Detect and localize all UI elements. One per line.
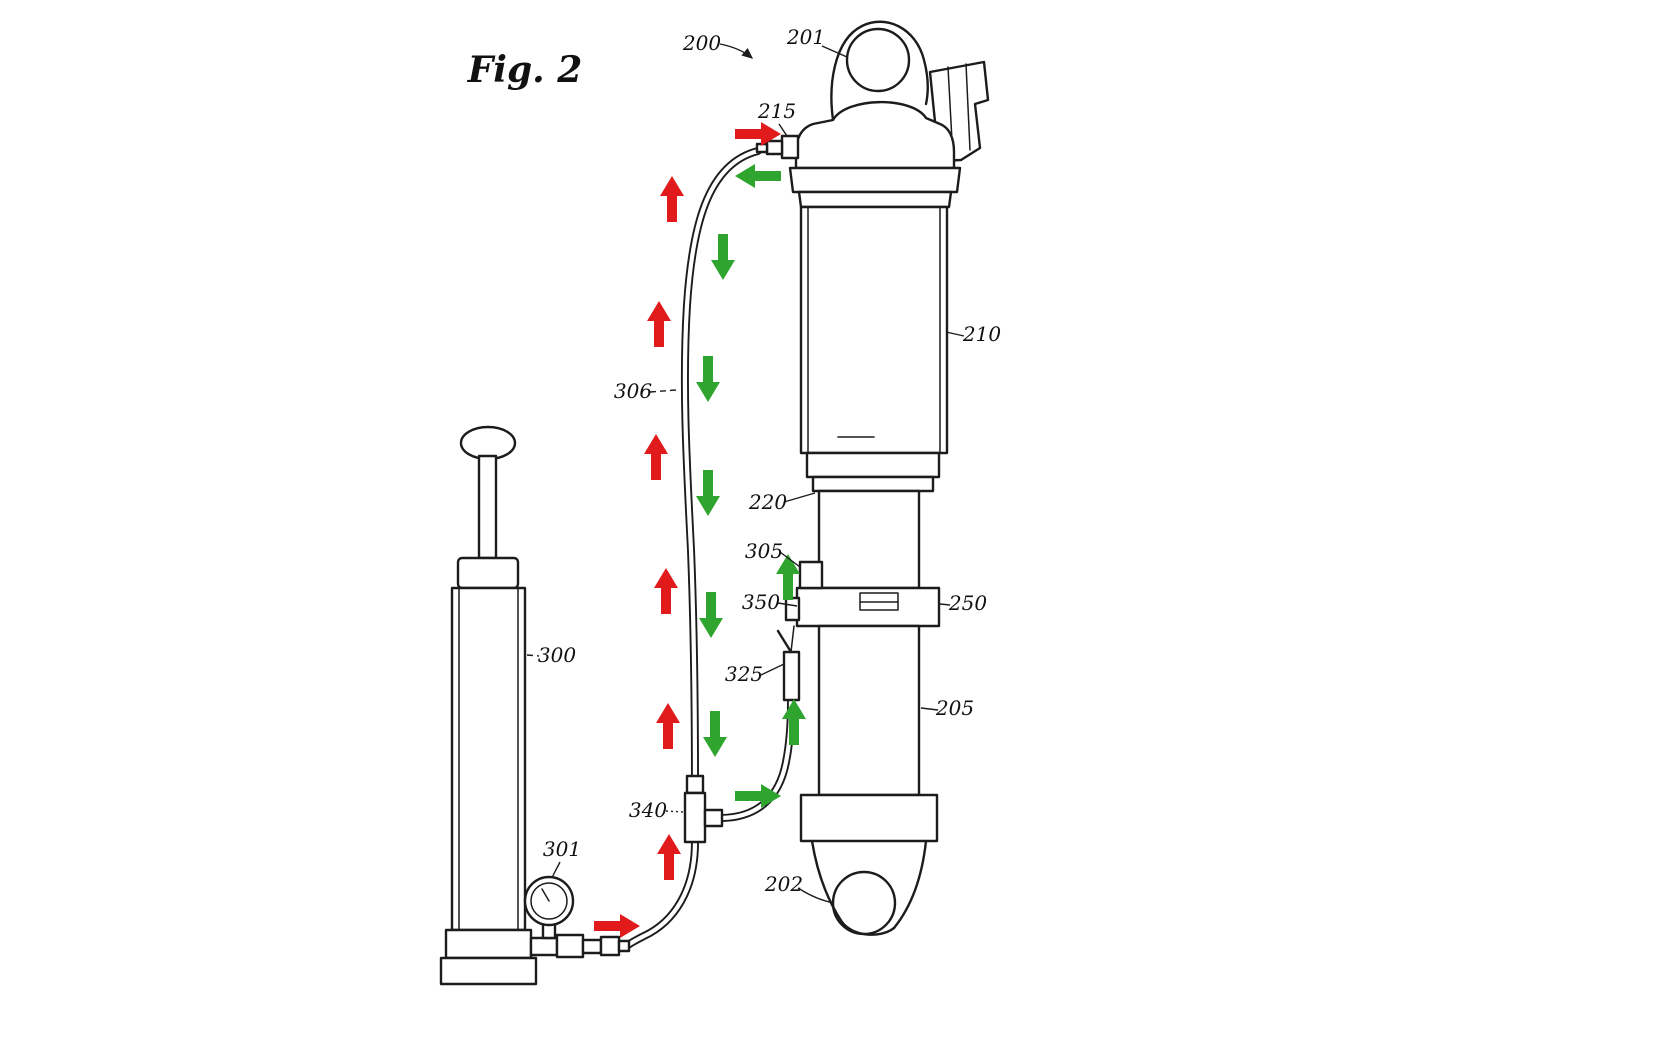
pump-handle xyxy=(456,425,520,590)
red-arrow-up-5 xyxy=(647,301,671,347)
red-arrow-up-6 xyxy=(660,176,684,222)
leader-306 xyxy=(649,389,677,393)
lower-tube-205 xyxy=(799,624,939,843)
leader-350 xyxy=(777,602,798,607)
red-arrow-up-4 xyxy=(644,434,668,480)
red-arrow-up-1 xyxy=(657,834,681,880)
green-arrow-down-2 xyxy=(696,356,720,402)
leader-325 xyxy=(760,663,785,676)
leader-205 xyxy=(920,707,939,711)
leader-305 xyxy=(779,551,801,568)
leader-300 xyxy=(526,654,540,657)
ref-label-301: 301 xyxy=(543,837,581,861)
pressure-gauge-301 xyxy=(523,875,575,940)
leader-200 xyxy=(719,43,754,59)
ref-label-200: 200 xyxy=(682,31,721,55)
green-arrow-down-5 xyxy=(703,711,727,757)
green-flow-arrows xyxy=(696,164,806,808)
red-arrow-right-pump xyxy=(594,914,640,938)
tee-fitting-340 xyxy=(683,774,724,844)
ref-label-250: 250 xyxy=(948,591,987,615)
pump-manifold xyxy=(529,933,631,959)
ref-label-220: 220 xyxy=(748,490,787,514)
ref-label-325: 325 xyxy=(725,662,763,686)
leader-202 xyxy=(797,887,835,904)
hose-assembly xyxy=(624,147,795,949)
red-arrow-up-3 xyxy=(654,568,678,614)
hose-pump-inner xyxy=(625,839,698,948)
ref-label-306: 306 xyxy=(614,379,652,403)
leader-220 xyxy=(783,492,816,503)
ref-label-201: 201 xyxy=(786,25,825,49)
leader-301 xyxy=(551,861,561,879)
leader-215 xyxy=(778,123,788,137)
red-arrow-up-2 xyxy=(656,703,680,749)
leader-340 xyxy=(665,810,685,813)
ref-label-305: 305 xyxy=(745,539,783,563)
clamp-250 xyxy=(795,586,941,628)
leader-210 xyxy=(945,331,965,337)
ref-label-300: 300 xyxy=(538,643,576,667)
green-arrow-left-valve xyxy=(735,164,781,188)
pump-drawing xyxy=(439,425,631,986)
leader-250 xyxy=(939,603,951,606)
side-fitting-305-350 xyxy=(784,560,824,622)
top-eyelet-201 xyxy=(830,20,929,128)
leader-lines xyxy=(526,43,965,904)
green-arrow-down-4 xyxy=(699,592,723,638)
shock-body-210 xyxy=(799,205,949,455)
seal-head-220 xyxy=(805,451,941,590)
leader-201 xyxy=(821,45,848,58)
ref-label-210: 210 xyxy=(962,322,1001,346)
figure-title: Fig. 2 xyxy=(467,49,583,91)
ref-label-202: 202 xyxy=(764,872,803,896)
bleed-valve-325 xyxy=(776,625,801,702)
figure-labels: Fig. 2 200 201 215 210 306 220 305 350 2… xyxy=(467,25,1002,896)
ref-label-215: 215 xyxy=(757,99,796,123)
shock-head-cap xyxy=(788,100,962,209)
ref-label-350: 350 xyxy=(742,590,780,614)
bottom-eyelet-202 xyxy=(810,839,928,936)
ref-label-340: 340 xyxy=(629,798,667,822)
green-arrow-down-1 xyxy=(711,234,735,280)
ref-label-205: 205 xyxy=(935,696,974,720)
shock-absorber-drawing xyxy=(755,20,990,936)
hose-306-inner xyxy=(682,148,761,793)
green-arrow-down-3 xyxy=(696,470,720,516)
pump-barrel-300 xyxy=(439,586,538,986)
